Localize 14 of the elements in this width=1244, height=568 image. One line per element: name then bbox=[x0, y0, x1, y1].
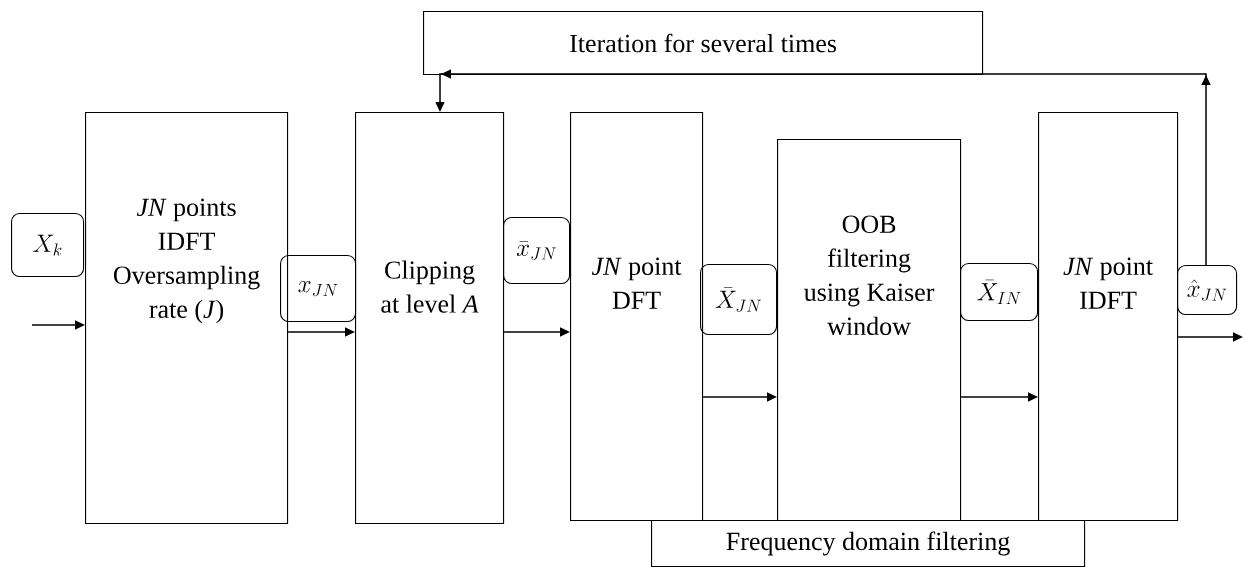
process-box: OOB filtering using Kaiser window bbox=[777, 139, 962, 522]
signal-box: $\bar{x}_{JN}$ bbox=[503, 217, 571, 285]
signal-box: $\bar{X}_{IN}$ bbox=[960, 263, 1039, 322]
feedback-arrow bbox=[435, 69, 1211, 266]
process-box: JN point IDFT bbox=[1038, 112, 1179, 522]
process-box: Frequency domain filtering bbox=[651, 520, 1086, 568]
signal-box: $\hat{x}_{JN}$ bbox=[1177, 265, 1238, 316]
process-box: Clipping at level A bbox=[355, 112, 505, 525]
process-box: JN point DFT bbox=[570, 112, 704, 522]
signal-box: $X_k$ bbox=[11, 213, 85, 278]
process-box: Iteration for several times bbox=[423, 11, 984, 76]
process-box: JN points IDFT Oversampling rate (J) bbox=[85, 112, 289, 525]
signal-box: $\bar{X}_{JN}$ bbox=[700, 264, 778, 336]
signal-box: $x_{JN}$ bbox=[280, 255, 357, 323]
